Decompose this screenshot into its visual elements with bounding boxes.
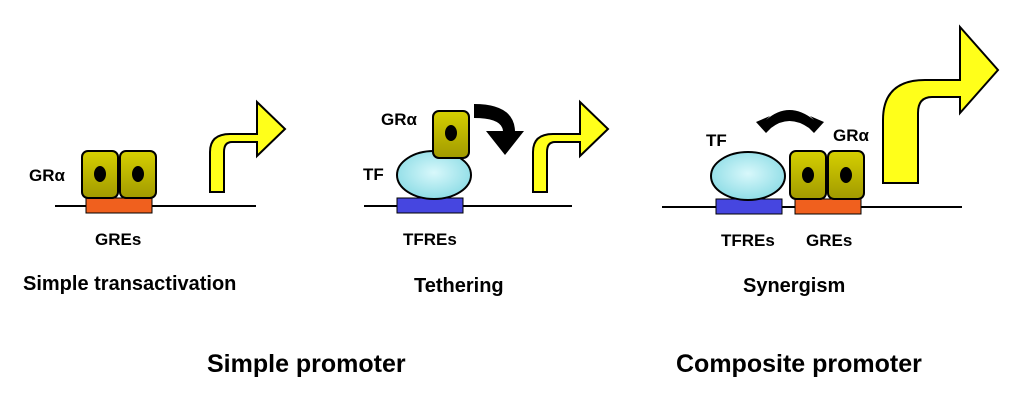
tf-label: TF: [706, 131, 727, 150]
panel-synergism: TF GRα TFREs GREs Synergism: [662, 24, 1000, 297]
gres-label: GREs: [95, 230, 141, 249]
simple-promoter-title: Simple promoter: [207, 350, 406, 378]
large-transcription-arrow: [882, 24, 1000, 184]
gr-alpha-label: GRα: [381, 110, 418, 129]
tfres-label: TFREs: [403, 230, 457, 249]
gre-element: [794, 198, 862, 215]
tfres-label: TFREs: [721, 231, 775, 250]
tethering-caption: Tethering: [414, 275, 504, 297]
tf-label: TF: [363, 165, 384, 184]
gr-alpha-monomer: [432, 110, 470, 159]
transcription-arrow: [209, 99, 287, 193]
gr-alpha-dimer: [789, 150, 865, 200]
tfre-element: [396, 197, 464, 214]
gr-alpha-dimer: [81, 150, 157, 199]
gr-alpha-label: GRα: [29, 166, 66, 185]
tfre-element: [715, 198, 783, 215]
gr-alpha-label: GRα: [833, 126, 870, 145]
panel-simple-transactivation: GRα GREs Simple transactivation: [23, 99, 287, 295]
gres-label: GREs: [806, 231, 852, 250]
transcription-arrow: [532, 99, 610, 193]
composite-promoter-title: Composite promoter: [676, 350, 922, 378]
synergism-caption: Synergism: [743, 275, 845, 297]
bidirectional-curved-arrow: [756, 110, 824, 133]
panel-tethering: GRα TF TFREs Tethering: [363, 99, 610, 297]
gre-element: [85, 197, 153, 214]
simple-transactivation-caption: Simple transactivation: [23, 273, 236, 295]
curved-black-arrow: [474, 104, 524, 155]
transcription-factor: [710, 151, 786, 201]
